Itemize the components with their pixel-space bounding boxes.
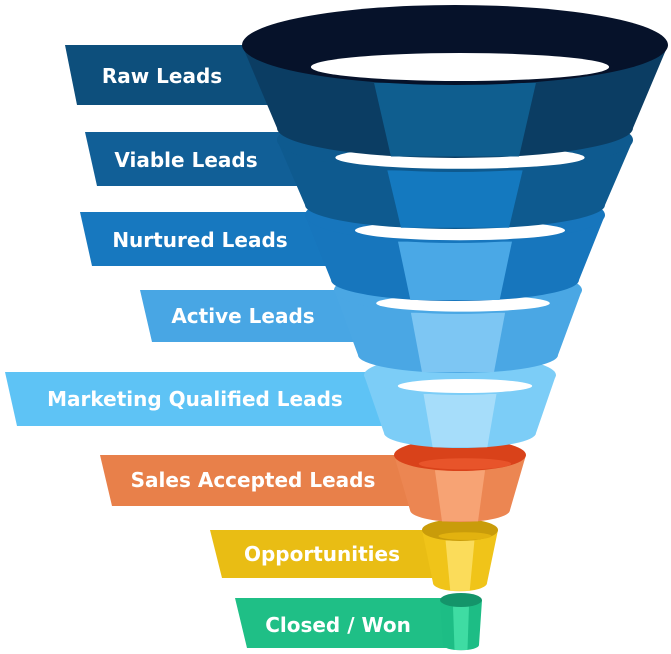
funnel-opening (310, 53, 610, 81)
stage-band (235, 598, 462, 648)
funnel-segment-highlight (453, 606, 469, 650)
stage-label: Viable Leads (114, 148, 257, 172)
funnel-segment-highlight (423, 394, 497, 448)
stage-band (80, 212, 342, 266)
funnel-opening (397, 379, 533, 393)
funnel-segment-highlight (434, 470, 486, 522)
stage-band (210, 530, 452, 578)
funnel-opening (438, 532, 492, 540)
stage-band (5, 372, 392, 426)
funnel-segment-highlight (374, 83, 536, 157)
funnel-rim (440, 593, 482, 607)
funnel-stage-sales-accepted-leads: Sales Accepted Leads (100, 439, 526, 522)
funnel-segment-highlight (387, 170, 523, 228)
funnel-segment-highlight (445, 540, 475, 591)
funnel-stage-closed-won: Closed / Won (235, 593, 482, 651)
funnel-stage-opportunities: Opportunities (210, 519, 498, 592)
stage-label: Closed / Won (265, 613, 411, 637)
stage-label: Raw Leads (102, 64, 222, 88)
stage-band (100, 455, 422, 506)
stage-label: Active Leads (171, 304, 314, 328)
stage-label: Sales Accepted Leads (131, 468, 376, 492)
funnel-opening (418, 458, 512, 470)
stage-band (85, 132, 322, 186)
stage-label: Opportunities (244, 542, 400, 566)
funnel-segment-highlight (398, 241, 512, 300)
funnel-stage-raw-leads: Raw Leads (65, 5, 668, 158)
funnel-segment-highlight (410, 312, 506, 373)
stage-band (140, 290, 362, 342)
stage-label: Nurtured Leads (112, 228, 287, 252)
stage-label: Marketing Qualified Leads (47, 387, 343, 411)
